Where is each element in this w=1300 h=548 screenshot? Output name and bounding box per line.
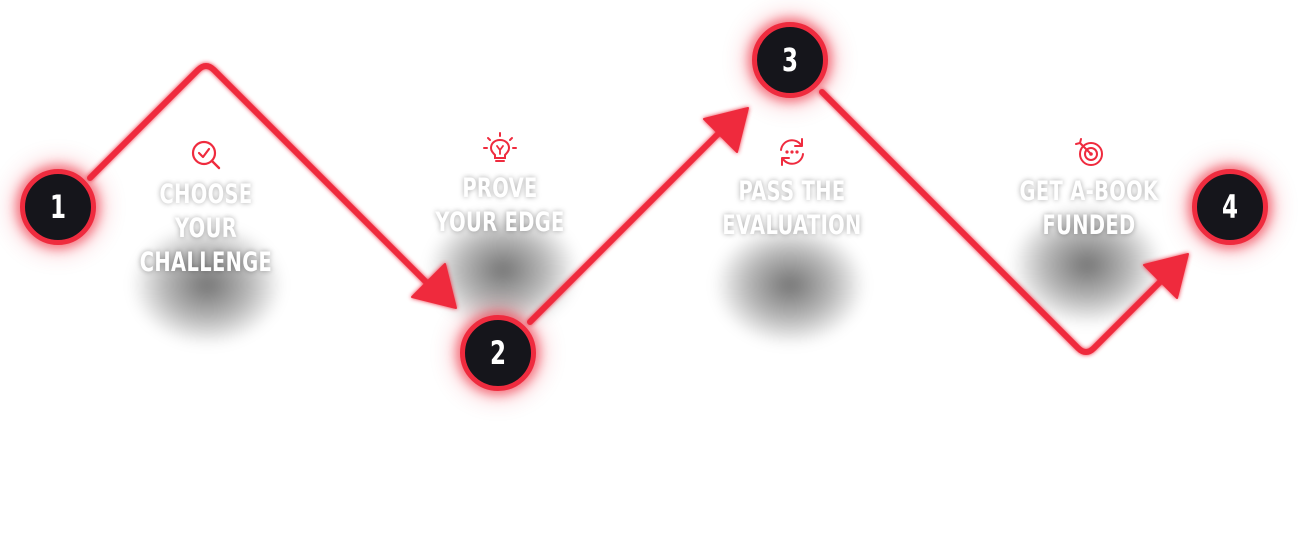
step-1-number: 1 <box>49 188 67 226</box>
step-3-number: 3 <box>781 41 799 79</box>
step-1-title-line-2: CHALLENGE <box>139 247 273 278</box>
step-4-label-group: GET A-BOOK FUNDED <box>989 135 1189 243</box>
step-4-title-line-2: FUNDED <box>1042 210 1136 241</box>
lightbulb-icon <box>483 132 517 162</box>
search-check-icon <box>191 140 221 170</box>
refresh-dots-icon <box>780 138 804 166</box>
step-3-title-line-1: PASS THE <box>738 176 846 207</box>
target-arrow-icon <box>1075 138 1103 166</box>
step-2-number: 2 <box>489 334 507 372</box>
step-2-title-line-1: PROVE <box>462 173 538 204</box>
step-2-label-group: PROVE YOUR EDGE <box>400 132 600 240</box>
label-shadow-1 <box>132 225 282 345</box>
arrowhead-to-step-4 <box>1143 253 1189 299</box>
step-1-node: 1 <box>20 169 96 245</box>
step-1-label-group: CHOOSE YOUR CHALLENGE <box>106 138 306 280</box>
arrowhead-to-step-2 <box>411 263 457 309</box>
step-4-number: 4 <box>1221 188 1239 226</box>
connector-segment-2 <box>527 127 725 325</box>
step-3-title-line-2: EVALUATION <box>722 210 862 241</box>
arrowhead-to-step-3 <box>703 107 749 153</box>
step-3-node: 3 <box>752 22 828 98</box>
label-shadow-3 <box>715 225 865 345</box>
connector-segment-1 <box>87 63 431 287</box>
connector-segment-3 <box>819 89 1167 355</box>
step-4-title-line-1: GET A-BOOK <box>1019 176 1159 207</box>
label-shadow-2 <box>428 210 578 330</box>
step-2-node: 2 <box>460 315 536 391</box>
step-2-title-line-2: YOUR EDGE <box>435 207 565 238</box>
step-3-label-group: PASS THE EVALUATION <box>692 135 892 243</box>
step-4-node: 4 <box>1192 169 1268 245</box>
step-1-title-line-1: CHOOSE YOUR <box>159 179 253 244</box>
